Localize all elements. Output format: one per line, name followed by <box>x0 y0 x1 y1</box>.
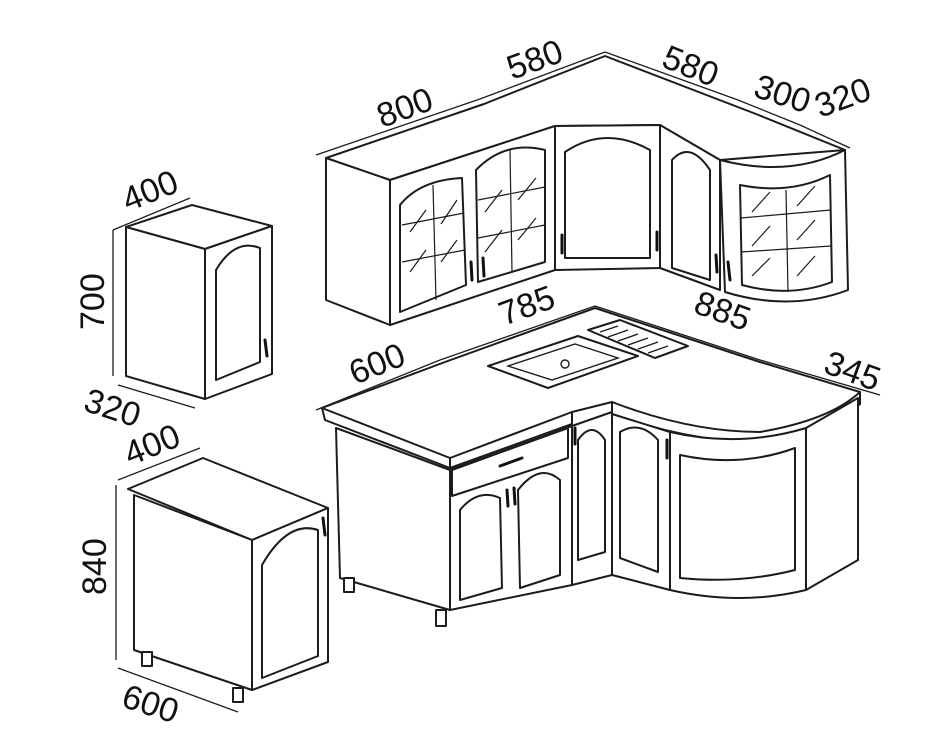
arched-door-panel <box>261 527 319 679</box>
glass-door-right <box>475 146 546 283</box>
cabinet-leg <box>435 609 447 627</box>
upper-end-a-label: 300 <box>750 67 816 121</box>
base-cabinet-height-label: 840 <box>76 538 114 595</box>
arched-door-panel <box>564 137 651 259</box>
arched-door-panel <box>577 429 606 561</box>
door-handle-icon <box>714 253 719 274</box>
cabinet-leg <box>141 651 153 667</box>
dimension-lines <box>112 51 881 713</box>
glass-door-left <box>399 177 467 313</box>
upper-cabinet-run <box>325 55 849 326</box>
arched-door-panel <box>517 471 561 589</box>
drain-icon <box>560 359 570 369</box>
door-handle-icon <box>505 488 510 508</box>
door-handle-icon <box>321 516 327 537</box>
cabinet-leg <box>343 577 355 593</box>
door-handle-icon <box>726 260 732 282</box>
cabinet-leg <box>232 687 244 703</box>
door-handle-icon <box>481 256 486 278</box>
arched-door-panel <box>215 244 261 381</box>
wall-cabinet <box>125 204 273 400</box>
sink <box>487 335 639 389</box>
glass-grid-icon <box>740 185 832 293</box>
lower-cabinet-run <box>321 307 861 627</box>
arched-door-panel <box>459 494 503 601</box>
drainboard <box>587 319 689 359</box>
drawer-handle-icon <box>498 456 524 468</box>
base-cabinet <box>127 457 329 703</box>
arched-door-panel <box>619 426 659 573</box>
upper-end-b-label: 320 <box>810 70 876 125</box>
door-handle-icon <box>469 260 474 282</box>
arched-door-panel <box>671 151 711 281</box>
arched-door-panel <box>679 447 796 581</box>
glass-grid-icon <box>401 149 546 301</box>
glass-door-curved <box>739 174 833 292</box>
door-handle-icon <box>512 486 517 506</box>
wall-cabinet-height-label: 700 <box>74 273 112 330</box>
base-cabinet-depth-label: 600 <box>118 677 184 731</box>
door-handle-icon <box>263 338 269 358</box>
